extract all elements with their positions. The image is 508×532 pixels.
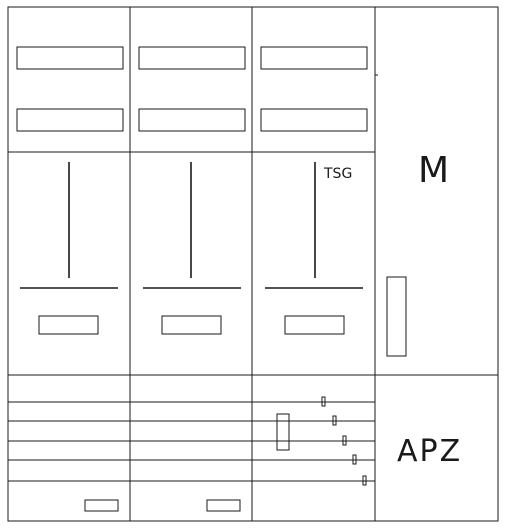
tsg-label: TSG [323,166,352,182]
terminal-bar [276,413,290,451]
rail-label-box-1-2 [138,46,246,70]
meter-label-box-1 [38,315,99,335]
terminal-1 [321,396,326,407]
meter-label-box-2 [161,315,222,335]
terminal-2 [332,415,337,426]
rail-label-box-2-1 [16,108,124,132]
terminal-3 [342,435,347,446]
apz-label: APZ [397,434,462,469]
rail-label-box-1-3 [260,46,368,70]
bottom-label-box-2 [206,499,241,512]
terminal-5 [362,475,367,486]
board-frame [7,6,499,522]
m-device-box [386,276,407,357]
meter-label-box-3 [284,315,345,335]
bottom-rails [8,401,375,482]
meter-field-3: TSG [265,162,363,335]
m-label: M [418,150,449,191]
terminal-block [276,396,367,486]
rail-label-box-2-3 [260,108,368,132]
terminal-4 [352,454,357,465]
top-rail-labels [16,46,368,132]
bottom-label-box-1 [84,499,119,512]
rail-label-box-1-1 [16,46,124,70]
rail-label-box-2-2 [138,108,246,132]
meter-field-1 [20,162,118,335]
meter-field-2 [143,162,241,335]
